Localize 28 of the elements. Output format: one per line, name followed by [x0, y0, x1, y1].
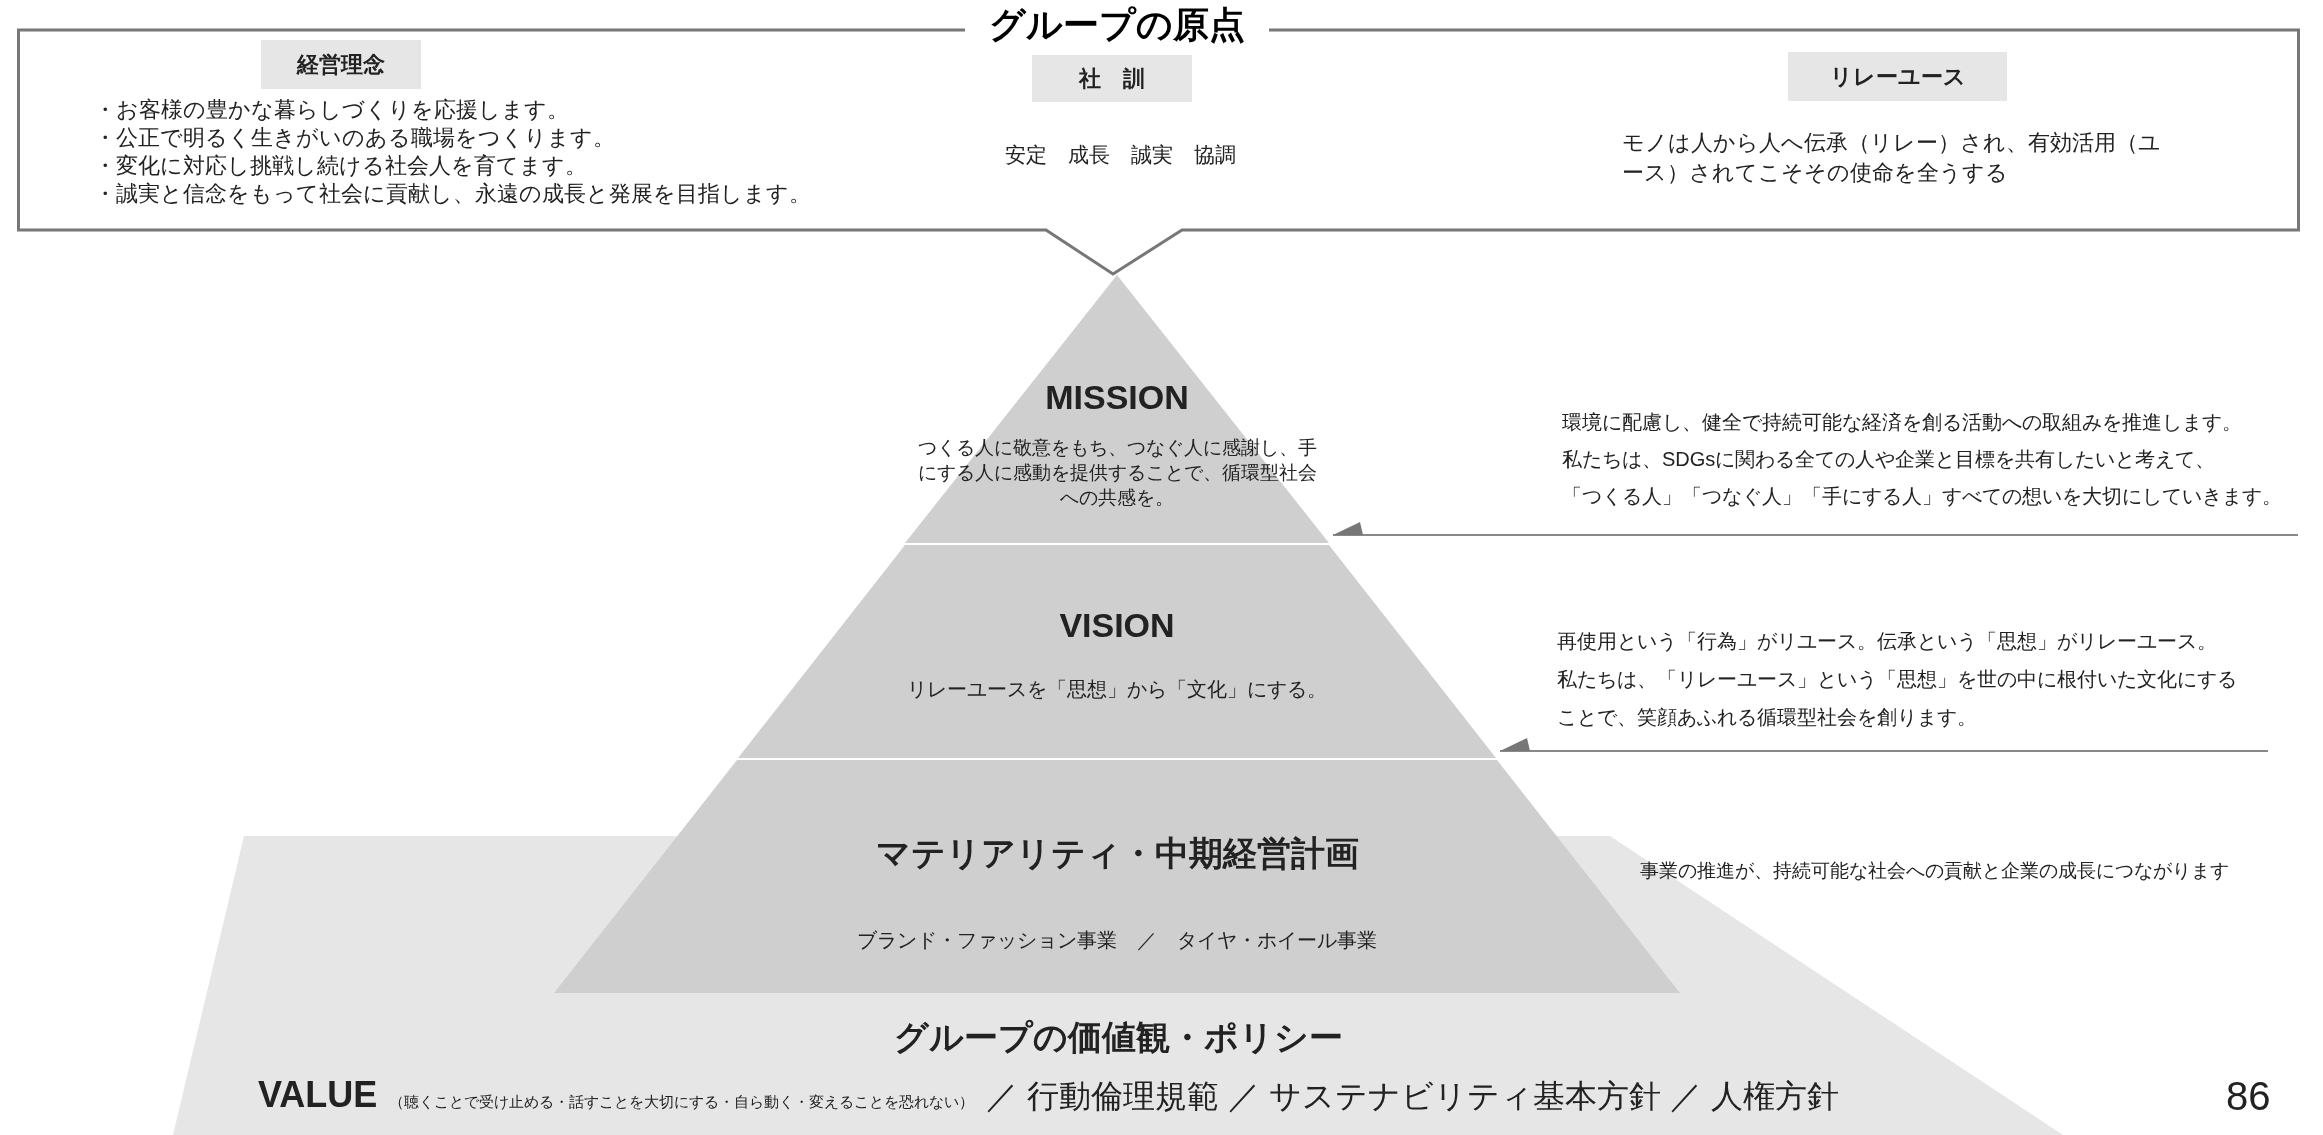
description-text: 「つくる人」「つなぐ人」「手にする人」すべての想いを大切にしていきます。 [1562, 484, 2282, 509]
tier-title: マテリアリティ・中期経営計画 [875, 833, 1359, 874]
section-heading: リレーユース [1788, 52, 2007, 101]
policy-list: ／ 行動倫理規範 ／ サステナビリティ基本方針 ／ 人権方針 [986, 1074, 1839, 1118]
tier-title: VISION [1059, 605, 1175, 646]
bullet-item: ・変化に対応し挑戦し続ける社会人を育てます。 [94, 152, 588, 180]
tier-title: グループの価値観・ポリシー [893, 1017, 1343, 1058]
value-note: （聴くことで受け止める・話すことを大切にする・自ら動く・変えることを恐れない） [389, 1092, 975, 1112]
note-text: 事業の推進が、持続可能な社会への貢献と企業の成長につながります [1640, 859, 2229, 883]
body-text: つくる人に敬意をもち、つなぐ人に感謝し、手にする人に感動を提供することで、循環型社会への共感を。 [917, 436, 1317, 510]
description-text: 環境に配慮し、健全で持続可能な経済を創る活動への取組みを推進します。 [1562, 410, 2243, 435]
body-text: 安定 成長 誠実 協調 [1004, 142, 1236, 168]
description-text: 再使用という「行為」がリユース。伝承という「思想」がリレーユース。 [1557, 629, 2218, 654]
tier-title: MISSION [1045, 377, 1189, 418]
section-heading: 社 訓 [1032, 55, 1192, 102]
bullet-item: ・公正で明るく生きがいのある職場をつくります。 [94, 124, 616, 152]
bullet-item: ・誠実と信念をもって社会に貢献し、永遠の成長と発展を目指します。 [94, 180, 811, 208]
section-heading: 経営理念 [261, 40, 421, 89]
arrow [1332, 522, 2299, 536]
arrow [1499, 738, 2269, 752]
bullet-item: ・お客様の豊かな暮らしづくりを応援します。 [94, 96, 570, 124]
body-text: ブランド・ファッション事業 ／ タイヤ・ホイール事業 [857, 928, 1377, 953]
description-text: 私たちは、SDGsに関わる全ての人や企業と目標を共有したいと考えて、 [1562, 447, 2217, 472]
description-text: 私たちは、「リレーユース」という「思想」を世の中に根付いた文化にすることで、笑顔あふれる循環型社会を創ります。 [1557, 667, 2238, 730]
body-text: リレーユースを「思想」から「文化」にする。 [907, 677, 1327, 702]
value-heading: VALUE [258, 1073, 378, 1117]
body-text: モノは人から人へ伝承（リレー）され、有効活用（ユース）されてこそその使命を全うする [1622, 129, 2162, 187]
page-number: 86 [2226, 1073, 2271, 1120]
